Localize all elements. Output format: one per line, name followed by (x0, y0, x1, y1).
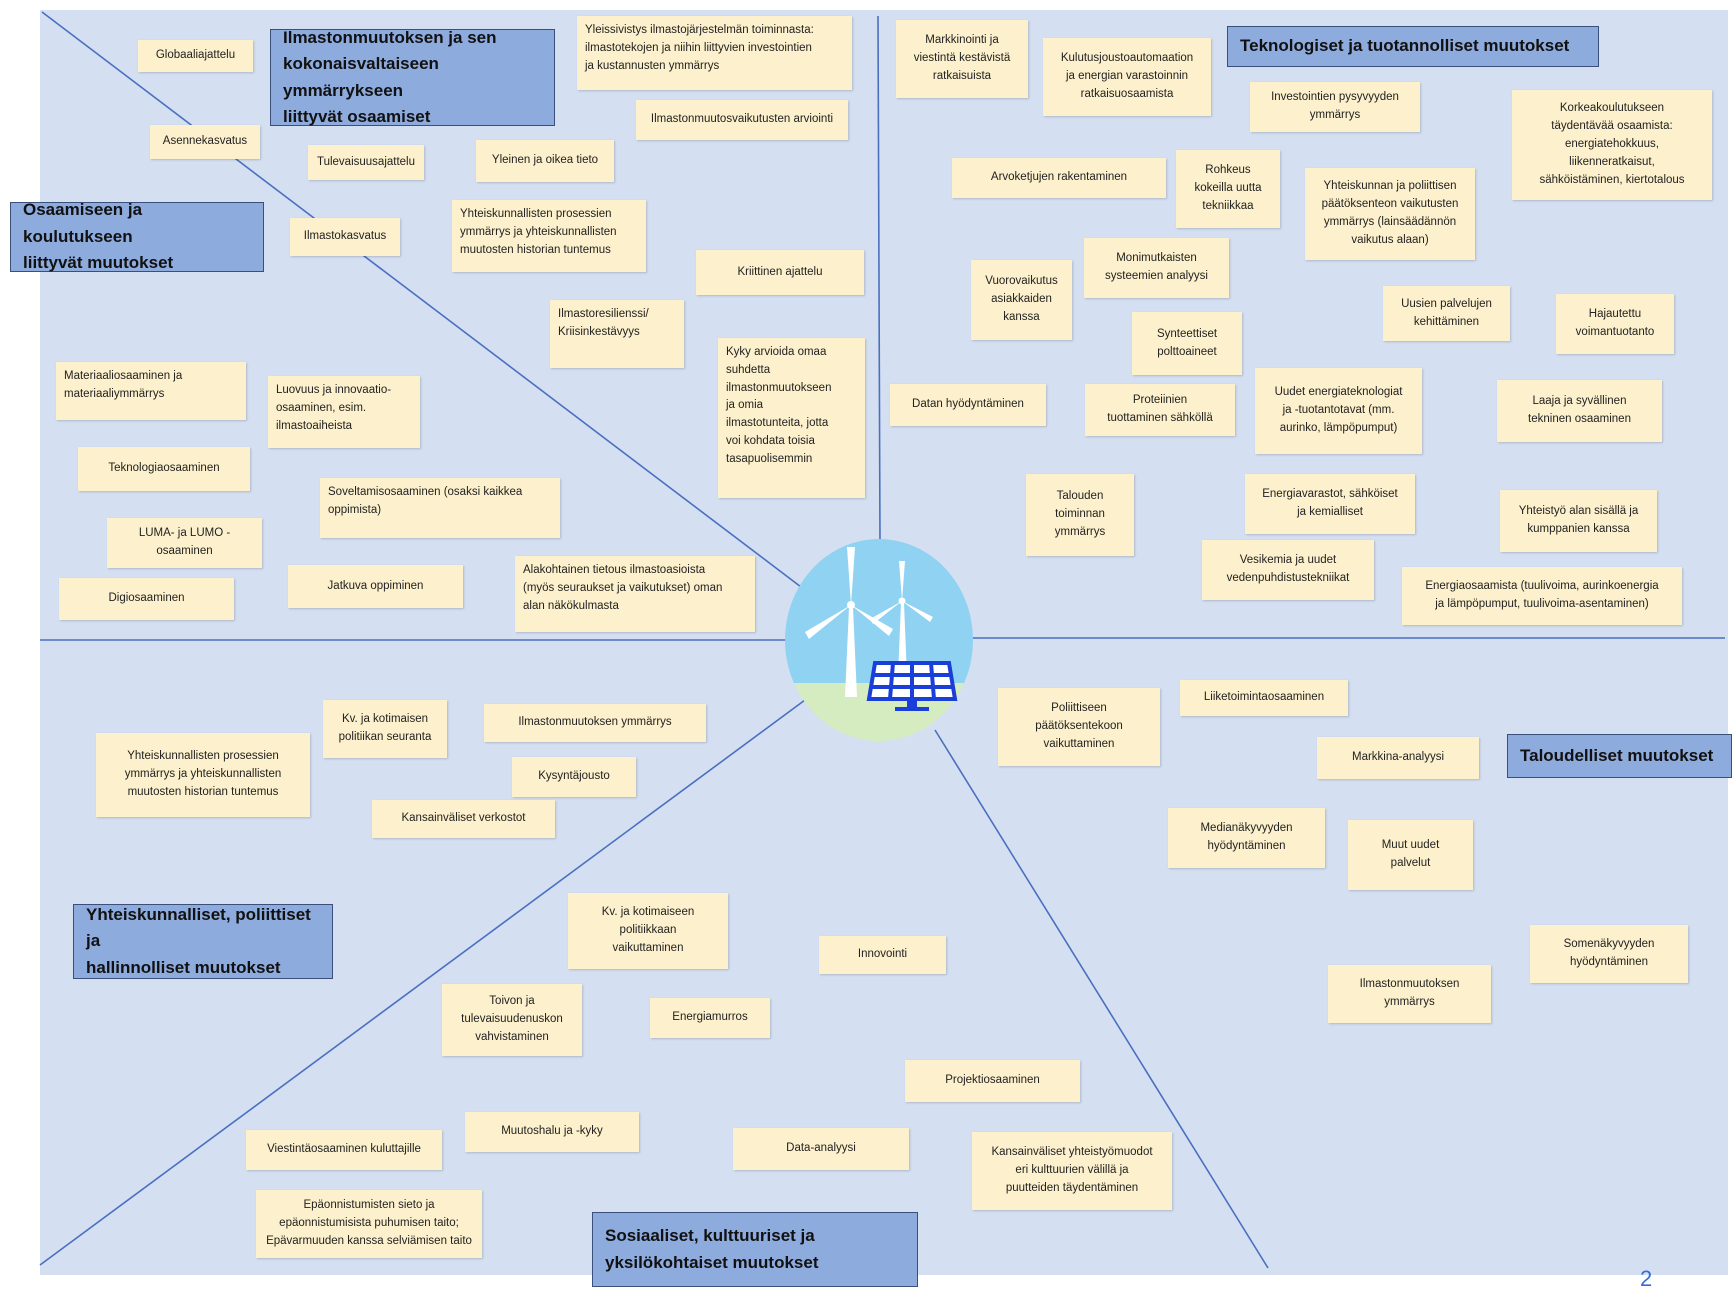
note: Uusien palvelujen kehittäminen (1383, 286, 1510, 341)
category-societal: Yhteiskunnalliset, poliittiset ja hallin… (73, 904, 333, 979)
note: Somenäkyvyyden hyödyntäminen (1530, 925, 1688, 983)
wind-turbine-icon (870, 561, 933, 677)
note: Laaja ja syvällinen tekninen osaaminen (1497, 380, 1662, 442)
note: Arvoketjujen rakentaminen (952, 158, 1166, 198)
note: Synteettiset polttoaineet (1132, 312, 1242, 375)
note: Korkeakoulutukseen täydentävää osaamista… (1512, 90, 1712, 200)
note: Kysyntäjousto (512, 757, 636, 797)
note: Muutoshalu ja -kyky (465, 1112, 639, 1152)
note: Vuorovaikutus asiakkaiden kanssa (971, 260, 1072, 340)
note: Kansainväliset yhteistyömuodot eri kultt… (972, 1132, 1172, 1210)
note: Tulevaisuusajattelu (308, 145, 424, 180)
note: Energiavarastot, sähköiset ja kemiallise… (1245, 474, 1415, 534)
note: Innovointi (819, 936, 946, 974)
note: LUMA- ja LUMO - osaaminen (107, 518, 262, 568)
note: Hajautettu voimantuotanto (1556, 294, 1674, 354)
note: Medianäkyvyyden hyödyntäminen (1168, 808, 1325, 868)
note: Yhteiskunnallisten prosessien ymmärrys j… (96, 733, 310, 817)
note: Kv. ja kotimaiseen politiikkaan vaikutta… (568, 893, 728, 969)
note: Muut uudet palvelut (1348, 820, 1473, 890)
note: Epäonnistumisten sieto ja epäonnistumisi… (256, 1190, 482, 1258)
note: Energiaosaamista (tuulivoima, aurinkoene… (1402, 567, 1682, 625)
note: Materiaaliosaaminen ja materiaaliymmärry… (56, 362, 246, 420)
note: Talouden toiminnan ymmärrys (1026, 474, 1134, 556)
note: Investointien pysyvyyden ymmärrys (1250, 82, 1420, 132)
note: Toivon ja tulevaisuudenuskon vahvistamin… (442, 984, 582, 1056)
note: Ilmastokasvatus (290, 218, 400, 256)
note: Energiamurros (650, 998, 770, 1038)
note: Data-analyysi (733, 1128, 909, 1170)
category-social: Sosiaaliset, kulttuuriset ja yksilökohta… (592, 1212, 918, 1287)
note: Jatkuva oppiminen (288, 565, 463, 608)
note: Alakohtainen tietous ilmastoasioista (my… (515, 556, 755, 632)
note: Ilmastonmuutosvaikutusten arviointi (636, 100, 848, 140)
solar-panel-icon (866, 661, 958, 711)
note: Globaaliajattelu (138, 40, 253, 72)
category-climate-competence: Ilmastonmuutoksen ja sen kokonaisvaltais… (270, 28, 555, 126)
note: Vesikemia ja uudet vedenpuhdistustekniik… (1202, 540, 1374, 600)
connector-line (934, 729, 1269, 1269)
note: Rohkeus kokeilla uutta tekniikkaa (1176, 150, 1280, 228)
note: Teknologiaosaaminen (78, 447, 250, 491)
note: Yleinen ja oikea tieto (476, 140, 614, 182)
note: Yhteiskunnan ja poliittisen päätöksenteo… (1305, 168, 1475, 260)
note: Yleissivistys ilmastojärjestelmän toimin… (577, 16, 852, 90)
note: Kyky arvioida omaa suhdetta ilmastonmuut… (718, 338, 865, 498)
note: Monimutkaisten systeemien analyysi (1084, 238, 1229, 298)
note: Yhteiskunnallisten prosessien ymmärrys j… (452, 200, 646, 272)
note: Yhteistyö alan sisällä ja kumppanien kan… (1500, 490, 1657, 552)
note: Uudet energiateknologiat ja -tuotantotav… (1255, 368, 1422, 454)
note: Markkina-analyysi (1317, 737, 1479, 779)
note: Viestintäosaaminen kuluttajille (246, 1130, 442, 1170)
note: Kansainväliset verkostot (372, 800, 555, 838)
note: Kriittinen ajattelu (696, 250, 864, 295)
note: Projektiosaaminen (905, 1060, 1080, 1102)
note: Datan hyödyntäminen (890, 384, 1046, 426)
note: Poliittiseen päätöksentekoon vaikuttamin… (998, 688, 1160, 766)
note: Proteiinien tuottaminen sähköllä (1085, 384, 1235, 436)
note: Liiketoimintaosaaminen (1180, 680, 1348, 716)
note: Soveltamisosaaminen (osaksi kaikkea oppi… (320, 478, 560, 538)
note: Ilmastonmuutoksen ymmärrys (484, 704, 706, 742)
category-economic: Taloudelliset muutokset (1507, 734, 1732, 778)
note: Ilmastonmuutoksen ymmärrys (1328, 965, 1491, 1023)
note: Kulutusjoustoautomaation ja energian var… (1043, 38, 1211, 116)
connector-line (877, 15, 881, 546)
note: Kv. ja kotimaisen politiikan seuranta (323, 700, 447, 758)
page-number: 2 (1640, 1266, 1653, 1291)
connector-line (39, 699, 806, 1266)
renewable-energy-hub-icon (785, 539, 973, 741)
category-education: Osaamiseen ja koulutukseen liittyvät muu… (10, 200, 264, 272)
note: Asennekasvatus (150, 125, 260, 159)
note: Luovuus ja innovaatio- osaaminen, esim. … (268, 376, 420, 448)
category-technology: Teknologiset ja tuotannolliset muutokset (1227, 26, 1599, 67)
note: Digiosaaminen (59, 578, 234, 620)
note: Ilmastoresilienssi/ Kriisinkestävyys (550, 300, 684, 368)
note: Markkinointi ja viestintä kestävistä rat… (896, 20, 1028, 98)
connector-line (41, 11, 806, 591)
